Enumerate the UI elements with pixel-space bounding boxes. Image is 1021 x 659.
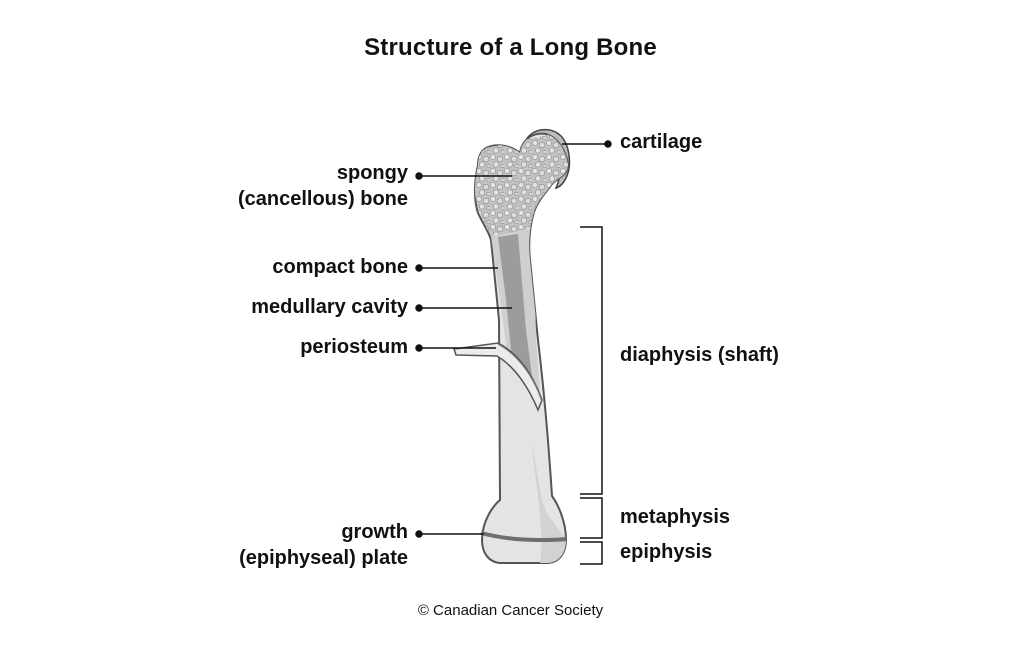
diaphysis-bracket — [580, 226, 603, 495]
label-spongy-bone: spongy (cancellous) bone — [238, 160, 408, 212]
label-metaphysis: metaphysis — [620, 506, 731, 528]
bone-shading — [532, 445, 566, 563]
label-compact-bone: compact bone — [272, 256, 408, 278]
label-medullary-cavity: medullary cavity — [251, 296, 408, 318]
epiphysis-bracket — [580, 541, 603, 565]
copyright-credit: © Canadian Cancer Society — [417, 602, 604, 619]
label-spongy-line1: spongy — [336, 162, 408, 184]
label-growth-plate: growth (epiphyseal) plate — [239, 519, 408, 571]
label-cartilage: cartilage — [620, 131, 703, 153]
label-epiphysis: epiphysis — [620, 541, 713, 563]
label-growth-line1: growth — [341, 521, 408, 543]
growth-plate-line — [480, 531, 567, 543]
region-brackets — [580, 226, 603, 565]
metaphysis-bracket — [580, 497, 603, 539]
periosteum-flap — [453, 342, 543, 412]
leader-lines — [415, 140, 612, 538]
label-periosteum: periosteum — [300, 336, 408, 358]
spongy-bone-region — [474, 133, 568, 238]
label-growth-line2: (epiphyseal) plate — [239, 547, 408, 569]
periosteum-edge — [497, 343, 543, 403]
diagram-title: Structure of a Long Bone — [364, 34, 657, 61]
label-spongy-line2: (cancellous) bone — [237, 188, 408, 210]
label-diaphysis: diaphysis (shaft) — [620, 344, 779, 366]
medullary-cavity-region — [498, 234, 534, 392]
